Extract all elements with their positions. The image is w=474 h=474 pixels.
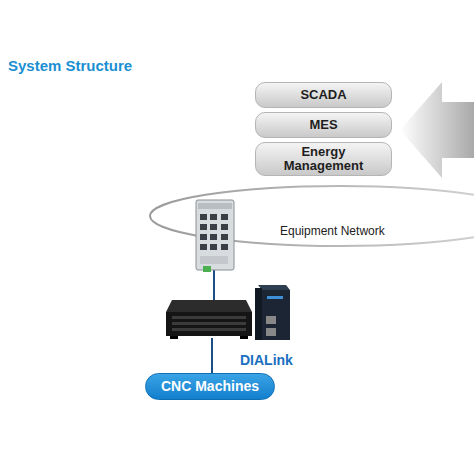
diagram-title: System Structure (8, 57, 132, 74)
network-label: Equipment Network (280, 224, 385, 238)
industrial-pc (166, 300, 252, 339)
node-text: SCADA (300, 88, 346, 102)
wire (211, 338, 213, 374)
node-text: Energy Management (284, 145, 363, 174)
system-band: SCADA (255, 82, 392, 108)
machine-pill: CNC Machines (145, 373, 275, 400)
network-switch (196, 200, 234, 272)
node-text: MES (309, 118, 337, 132)
device-label: DIALink (240, 352, 293, 368)
dialink-device (255, 285, 290, 340)
input-arrow (400, 82, 474, 178)
wire (213, 268, 215, 302)
node-text: CNC Machines (161, 379, 259, 394)
system-band: MES (255, 112, 392, 138)
system-band: Energy Management (255, 142, 392, 176)
